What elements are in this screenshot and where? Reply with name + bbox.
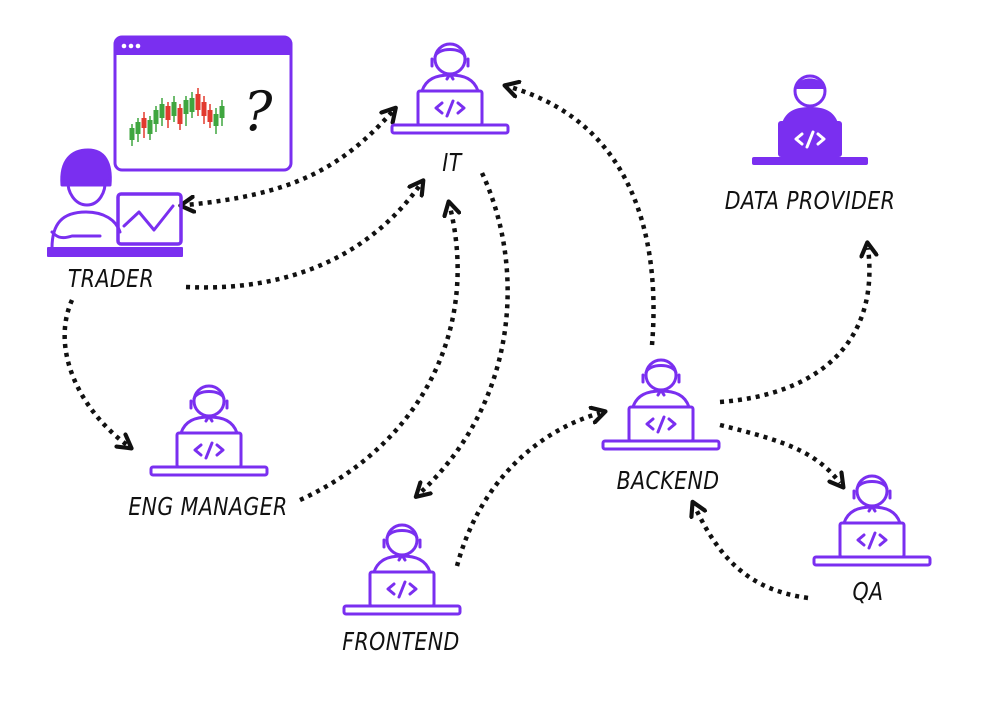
arrow-backend-it bbox=[510, 87, 656, 346]
data-provider-developer-icon bbox=[750, 74, 870, 167]
arrow-qa-backend bbox=[695, 507, 809, 601]
candle-body bbox=[159, 104, 165, 118]
it-developer-icon bbox=[390, 42, 510, 135]
frontend-developer-icon bbox=[342, 523, 462, 616]
candle-body bbox=[207, 110, 213, 122]
label-backend: BACKEND bbox=[616, 466, 720, 495]
candle-body bbox=[201, 102, 207, 116]
label-eng-manager: ENG MANAGER bbox=[128, 492, 288, 521]
candle-body bbox=[141, 118, 147, 128]
candle-body bbox=[129, 128, 135, 140]
label-trader: TRADER bbox=[67, 264, 155, 293]
candle-body bbox=[171, 102, 177, 116]
label-data-provider: DATA PROVIDER bbox=[724, 186, 896, 215]
candle-body bbox=[195, 94, 201, 110]
candle-body bbox=[135, 122, 141, 134]
arrow-backend-qa bbox=[719, 422, 840, 483]
arrow-trader-it bbox=[185, 185, 420, 290]
backend-developer-icon bbox=[601, 358, 721, 451]
candle-body bbox=[153, 110, 159, 124]
candle-body bbox=[177, 108, 183, 124]
candle-body bbox=[183, 100, 189, 114]
arrow-it-trader bbox=[186, 112, 392, 205]
label-it: IT bbox=[442, 148, 462, 177]
arrow-engmanager-it bbox=[299, 207, 458, 503]
trader-icon bbox=[47, 148, 183, 257]
arrow-backend-dataprovider bbox=[719, 248, 869, 405]
candle-body bbox=[189, 98, 195, 112]
label-frontend: FRONTEND bbox=[342, 627, 460, 656]
candle-body bbox=[213, 114, 219, 126]
arrow-frontend-backend bbox=[454, 413, 600, 567]
candle-body bbox=[219, 106, 225, 118]
arrow-trader-engmanager bbox=[62, 299, 127, 445]
eng-manager-developer-icon bbox=[149, 384, 269, 477]
candle-body bbox=[147, 120, 153, 134]
qa-developer-icon bbox=[812, 474, 932, 567]
chart-window-icon: ? bbox=[113, 35, 293, 172]
arrow-it-frontend bbox=[420, 172, 510, 493]
candle-body bbox=[165, 106, 171, 120]
label-qa: QA bbox=[852, 577, 884, 606]
question-mark: ? bbox=[244, 80, 274, 143]
